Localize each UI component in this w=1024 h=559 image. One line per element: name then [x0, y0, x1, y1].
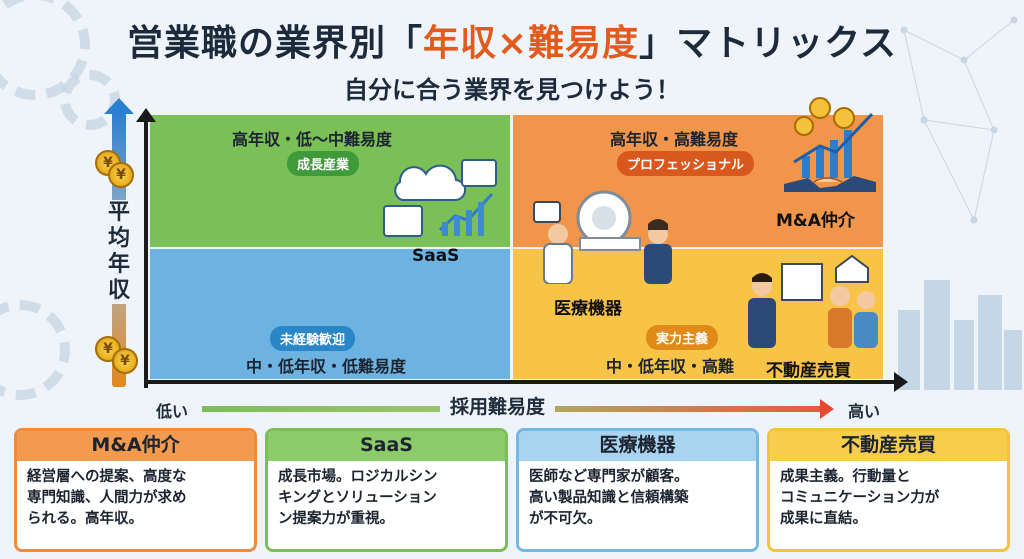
- card-title: 医療機器: [519, 431, 756, 461]
- yaxis-label: 平均年収: [100, 200, 138, 304]
- city-skyline-icon: [898, 280, 1022, 390]
- industry-ma-label: M&A仲介: [776, 211, 855, 231]
- card-line: られる。高年収。: [27, 511, 143, 527]
- card-line: キングとソリューション: [278, 490, 437, 506]
- card-body: 医師など専門家が顧客。 高い製品知識と信頼構築 が不可欠。: [519, 461, 756, 549]
- gear-decoration-icon: [0, 0, 90, 100]
- xaxis-low-label: 低い: [156, 402, 189, 421]
- industry-realestate-label: 不動産売買: [766, 361, 851, 381]
- card-title: 不動産売買: [770, 431, 1007, 461]
- card-title: M&A仲介: [17, 431, 254, 461]
- x-axis-line: [144, 372, 908, 392]
- quadrant-bottom-left: [150, 249, 510, 379]
- quadrant-bl-heading: 中・低年収・低難易度: [246, 357, 407, 376]
- industry-medical-label: 医療機器: [554, 299, 622, 319]
- page-subtitle: 自分に合う業界を見つけよう！: [344, 76, 680, 104]
- card-line: ン提案力が重視。: [278, 511, 394, 527]
- medical-device-doctor-icon: [533, 190, 672, 284]
- xaxis-legend: 低い 採用難易度 高い: [150, 392, 880, 421]
- yen-coin-icon: ¥: [112, 348, 138, 374]
- card-body: 成果主義。行動量と コミュニケーション力が 成果に直結。: [770, 461, 1007, 549]
- quadrant-br-heading: 中・低年収・高難: [606, 357, 735, 376]
- card-body: 成長市場。ロジカルシン キングとソリューション ン提案力が重視。: [268, 461, 505, 549]
- card-line: 成果に直結。: [780, 511, 867, 527]
- card-line: 経営層への提案、高度な: [27, 469, 187, 485]
- card-line: 成長市場。ロジカルシン: [278, 469, 438, 485]
- card-line: 高い製品知識と信頼構築: [529, 490, 689, 506]
- quadrant-bl-tag: 未経験歓迎: [270, 326, 356, 351]
- card-line: が不可欠。: [529, 511, 602, 527]
- quadrant-tr-tag: プロフェッショナル: [617, 151, 755, 176]
- card-body: 経営層への提案、高度な 専門知識、人間力が求め られる。高年収。: [17, 461, 254, 549]
- card-title: SaaS: [268, 431, 505, 461]
- industry-saas-label: SaaS: [412, 246, 460, 266]
- real-estate-agent-icon: [748, 254, 878, 348]
- card-medical: 医療機器 医師など専門家が顧客。 高い製品知識と信頼構築 が不可欠。: [516, 428, 759, 552]
- card-realestate: 不動産売買 成果主義。行動量と コミュニケーション力が 成果に直結。: [767, 428, 1010, 552]
- card-line: 成果主義。行動量と: [780, 469, 911, 485]
- card-line: 医師など専門家が顧客。: [529, 469, 689, 485]
- page-title: 営業職の業界別「年収×難易度」マトリックス: [126, 23, 898, 64]
- handshake-growth-icon: [784, 97, 876, 192]
- gear-decoration-icon: [0, 300, 70, 400]
- quadrant-br-tag: 実力主義: [646, 325, 719, 350]
- xaxis-label: 採用難易度: [440, 392, 556, 419]
- card-line: 専門知識、人間力が求め: [27, 490, 187, 506]
- y-axis-line: [136, 108, 156, 388]
- card-ma: M&A仲介 経営層への提案、高度な 専門知識、人間力が求め られる。高年収。: [14, 428, 257, 552]
- saas-cloud-dashboard-icon: [383, 159, 497, 237]
- yen-coin-icon: ¥: [108, 162, 134, 188]
- quadrant-tl-tag: 成長産業: [287, 151, 360, 176]
- quadrant-tr-heading: 高年収・高難易度: [610, 130, 739, 149]
- network-decoration-icon: [900, 16, 1018, 224]
- xaxis-high-label: 高い: [847, 402, 880, 421]
- card-saas: SaaS 成長市場。ロジカルシン キングとソリューション ン提案力が重視。: [265, 428, 508, 552]
- card-line: コミュニケーション力が: [780, 490, 940, 506]
- quadrant-tl-heading: 高年収・低〜中難易度: [232, 130, 393, 149]
